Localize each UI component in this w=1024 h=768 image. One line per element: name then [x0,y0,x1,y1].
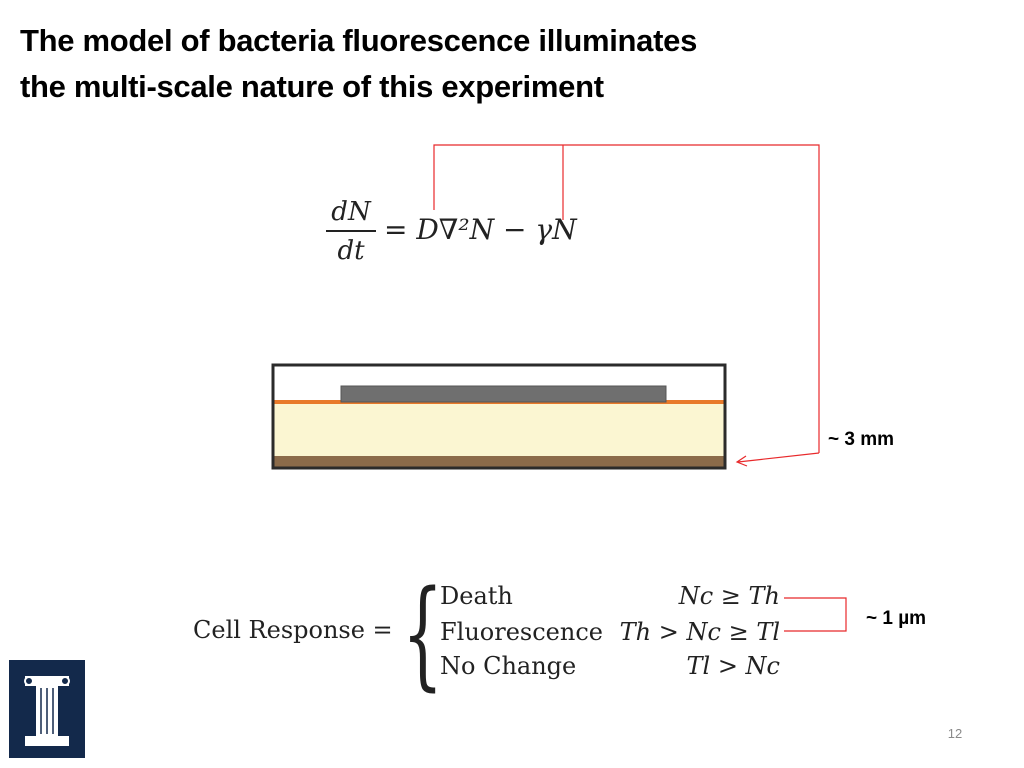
fraction-bar [326,230,376,232]
agar-layer [274,402,724,457]
slide-title-line-1: The model of bacteria fluorescence illum… [20,23,698,58]
cell-response-label: Cell Response = [193,616,393,644]
sample-slide [340,385,667,403]
university-block-i-icon [24,676,70,746]
annotation-arrow-line [737,452,820,463]
case-response-no-change: No Change [440,652,577,680]
annotation-bracket-micro [784,597,847,632]
case-response-fluorescence: Fluorescence [440,618,603,646]
bottom-layer [274,456,724,467]
slide-title: The model of bacteria fluorescence illum… [20,18,697,110]
equation-denominator: dt [337,236,365,266]
equation-numerator: dN [331,197,371,227]
arrow-head-icon [735,455,748,467]
page-number: 12 [947,726,963,741]
left-brace-icon: { [402,564,444,702]
chamber-outline [271,363,727,470]
case-condition-fluorescence: Th > Nc ≥ Tl [619,618,780,646]
scale-label-micro: ~ 1 µm [866,608,927,629]
case-response-death: Death [440,582,513,610]
equation-fraction: dN dt [326,196,376,266]
scale-label-macro: ~ 3 mm [828,429,895,450]
university-logo [7,658,87,760]
equation-rhs: = D∇²N − γN [384,213,577,246]
case-condition-no-change: Tl > Nc [686,652,781,680]
case-condition-death: Nc ≥ Th [678,582,780,610]
slide-title-line-2: the multi-scale nature of this experimen… [20,69,604,104]
annotation-line-macro [433,144,820,453]
